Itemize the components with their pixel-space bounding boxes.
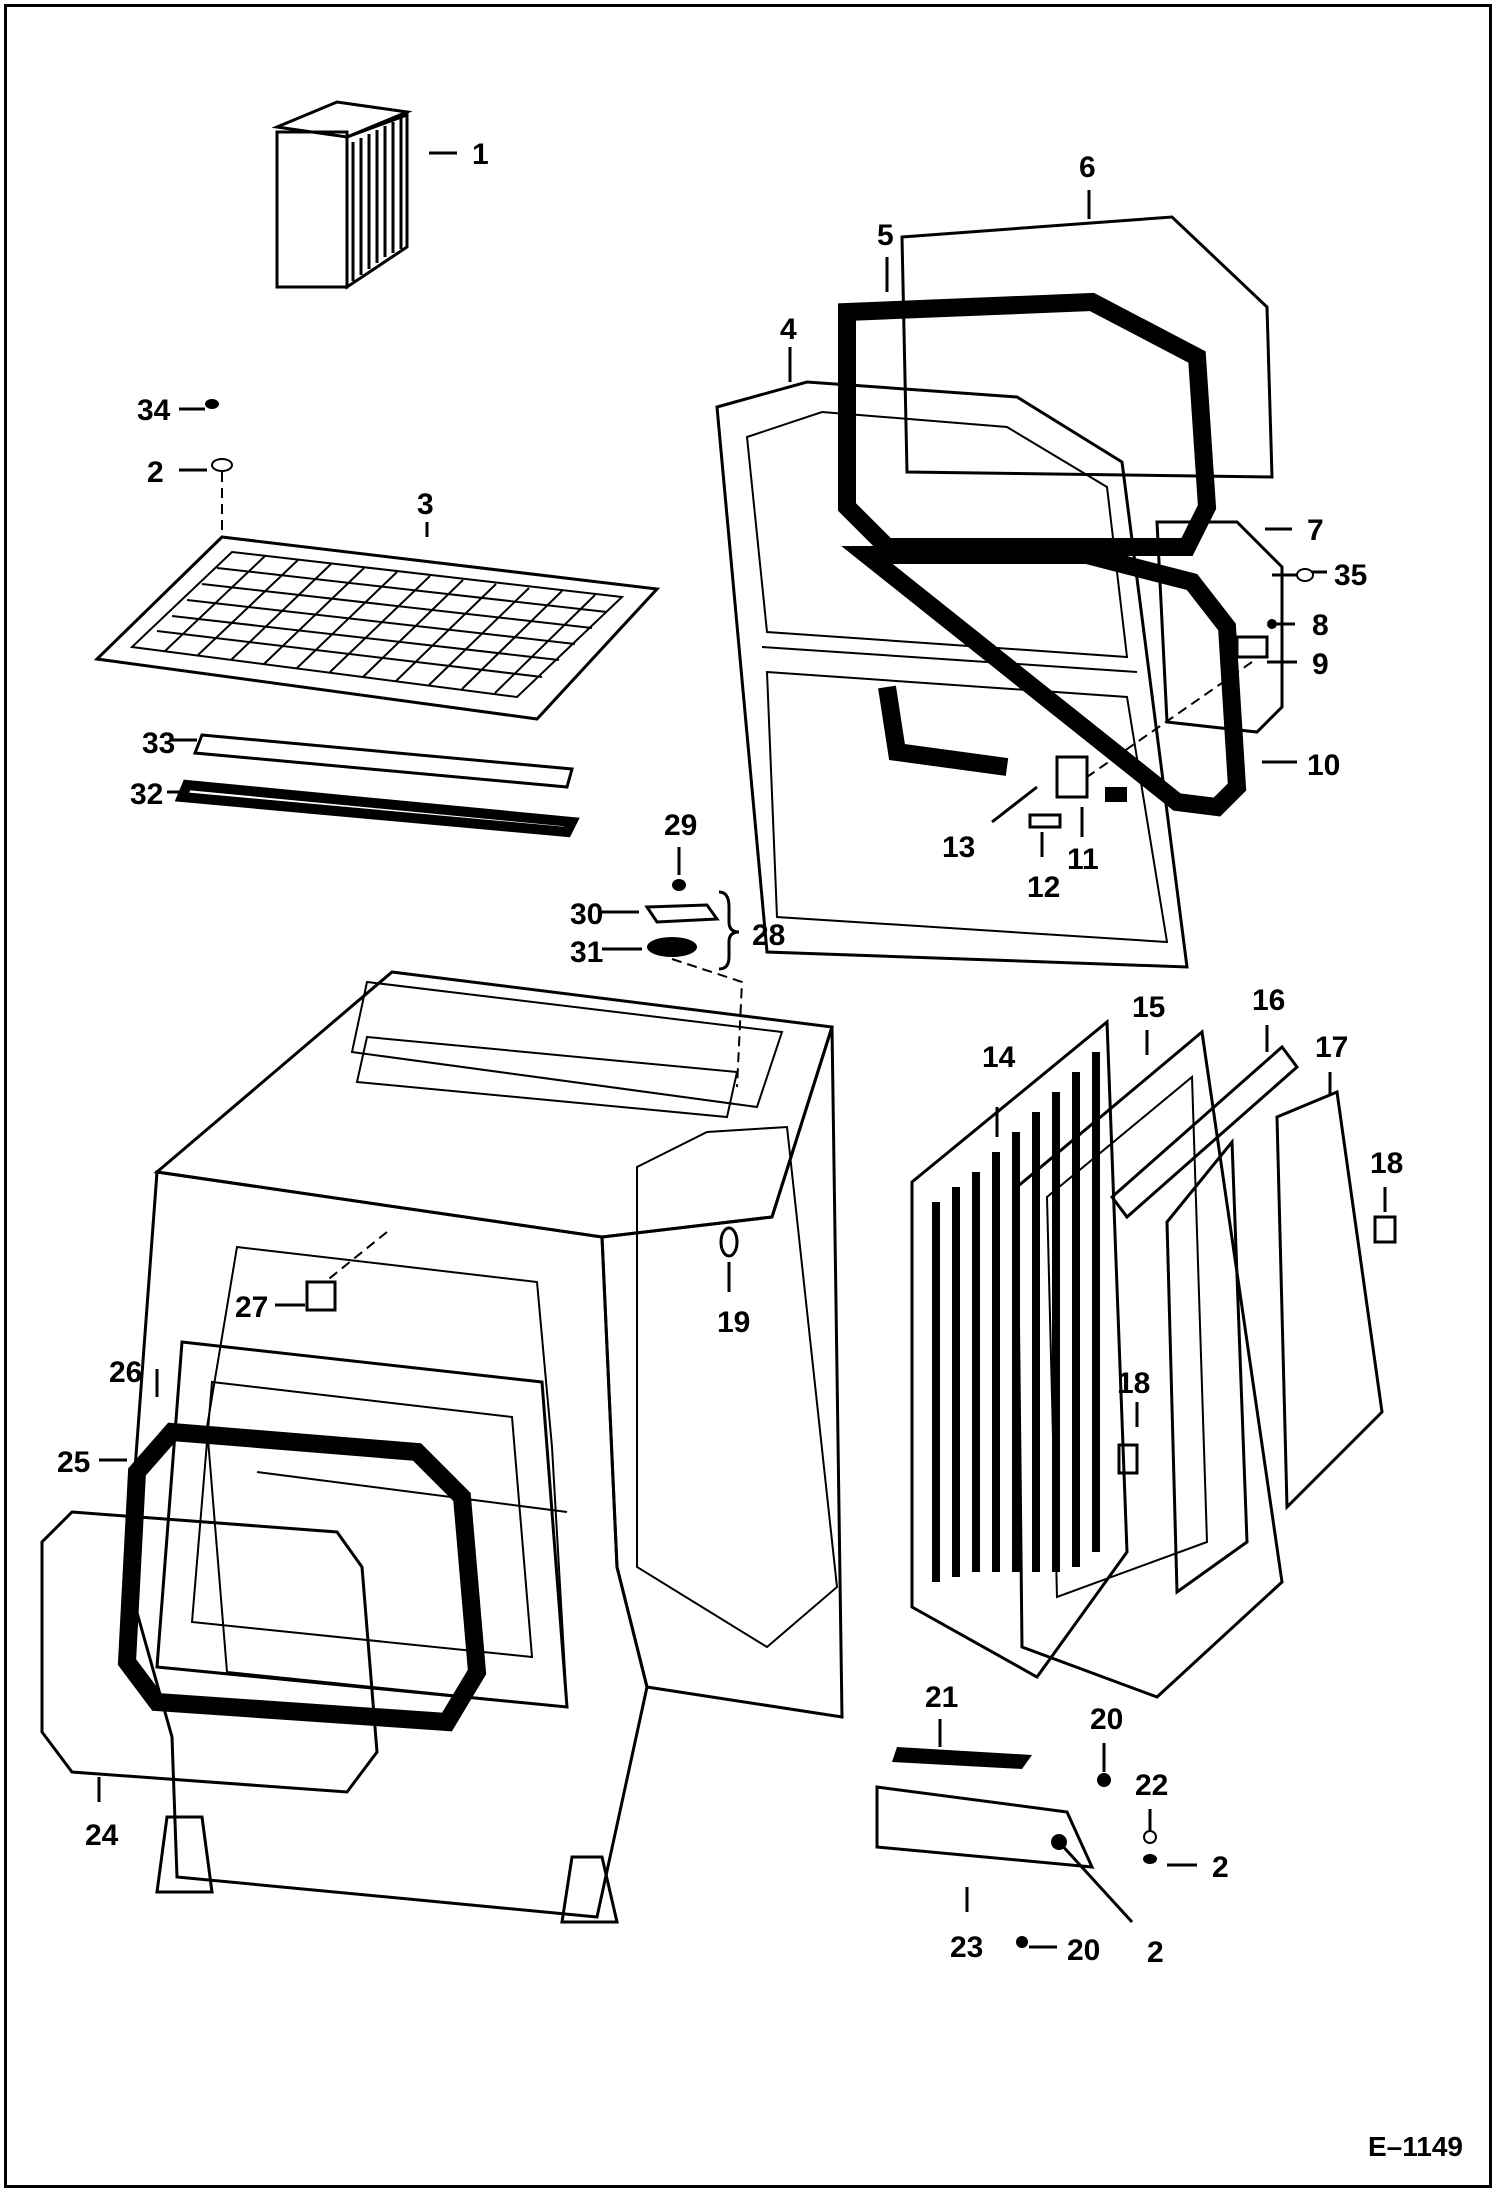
callout-20: 20 xyxy=(1067,1934,1100,1967)
part-24-glass xyxy=(40,1510,379,1794)
part-14-grille xyxy=(910,1018,1129,1679)
callout-22: 22 xyxy=(1135,1769,1168,1802)
callout-23: 23 xyxy=(950,1931,983,1964)
callout-18: 18 xyxy=(1370,1147,1403,1180)
callout-10: 10 xyxy=(1307,749,1340,782)
callout-30: 30 xyxy=(570,898,603,931)
leader-lines xyxy=(97,151,1387,1949)
drawing-id: E–1149 xyxy=(1368,2131,1463,2162)
callout-4: 4 xyxy=(780,313,797,346)
part-15-frame xyxy=(1015,1029,1284,1699)
part-16-rail xyxy=(1109,1044,1300,1220)
callout-27: 27 xyxy=(235,1291,268,1324)
callout-33: 33 xyxy=(142,727,175,760)
part-1-manual-box xyxy=(271,100,413,290)
callout-17: 17 xyxy=(1315,1031,1348,1064)
callout-2: 2 xyxy=(147,456,164,489)
part-26-window-frame xyxy=(155,1340,569,1709)
callout-20: 20 xyxy=(1090,1703,1123,1736)
part-10-seal xyxy=(841,546,1247,817)
callout-26: 26 xyxy=(109,1356,142,1389)
part-4-door-frame xyxy=(715,380,1189,969)
callout-15: 15 xyxy=(1132,991,1165,1024)
part-11-12-13-handle xyxy=(991,755,1127,829)
part-29-30-31-light xyxy=(644,879,744,1088)
part-27-clip xyxy=(305,1231,388,1312)
part-19-bolt xyxy=(719,1226,739,1258)
callout-31: 31 xyxy=(570,936,603,969)
callout-9: 9 xyxy=(1312,648,1329,681)
callout-8: 8 xyxy=(1312,609,1329,642)
part-32-seal xyxy=(174,779,580,838)
part-3-top-screen xyxy=(93,535,661,721)
callout-2: 2 xyxy=(1147,1936,1164,1969)
part-23-step xyxy=(875,1785,1095,1869)
part-8-9-35-latch xyxy=(1086,568,1314,778)
callout-12: 12 xyxy=(1027,871,1060,904)
exploded-parts-diagram: 1 2 2 2 3 4 5 6 7 8 9 10 11 12 13 14 15 … xyxy=(40,100,1403,1969)
part-5-seal xyxy=(838,292,1217,556)
diagram-frame: 1 2 2 2 3 4 5 6 7 8 9 10 11 12 13 14 15 … xyxy=(4,4,1492,2188)
part-34-2-hardware xyxy=(205,399,233,537)
part-25-seal xyxy=(117,1422,487,1732)
callout-18: 18 xyxy=(1117,1367,1150,1400)
callout-6: 6 xyxy=(1079,151,1096,184)
callout-16: 16 xyxy=(1252,984,1285,1017)
callout-25: 25 xyxy=(57,1446,90,1479)
part-33-cover xyxy=(192,733,574,789)
callout-14: 14 xyxy=(982,1041,1016,1074)
callout-5: 5 xyxy=(877,219,894,252)
callout-11: 11 xyxy=(1067,843,1099,876)
part-17-glass xyxy=(1165,1089,1384,1595)
cab-body xyxy=(125,970,844,1924)
callout-28: 28 xyxy=(752,919,785,952)
callout-1: 1 xyxy=(472,138,489,171)
callout-2: 2 xyxy=(1212,1851,1229,1884)
callout-35: 35 xyxy=(1334,559,1367,592)
callout-24: 24 xyxy=(85,1819,119,1852)
callout-34: 34 xyxy=(137,394,171,427)
callout-7: 7 xyxy=(1307,514,1324,547)
part-18-bumper xyxy=(1117,1215,1397,1475)
callout-3: 3 xyxy=(417,488,434,521)
bracket-28 xyxy=(718,890,740,971)
callout-19: 19 xyxy=(717,1306,750,1339)
part-6-door-glass xyxy=(900,215,1274,479)
part-21-tread xyxy=(892,1747,1032,1769)
callout-21: 21 xyxy=(925,1681,958,1714)
callout-13: 13 xyxy=(942,831,975,864)
callout-29: 29 xyxy=(664,809,697,842)
callout-32: 32 xyxy=(130,778,163,811)
callout-labels: 1 2 2 2 3 4 5 6 7 8 9 10 11 12 13 14 15 … xyxy=(57,138,1403,1969)
